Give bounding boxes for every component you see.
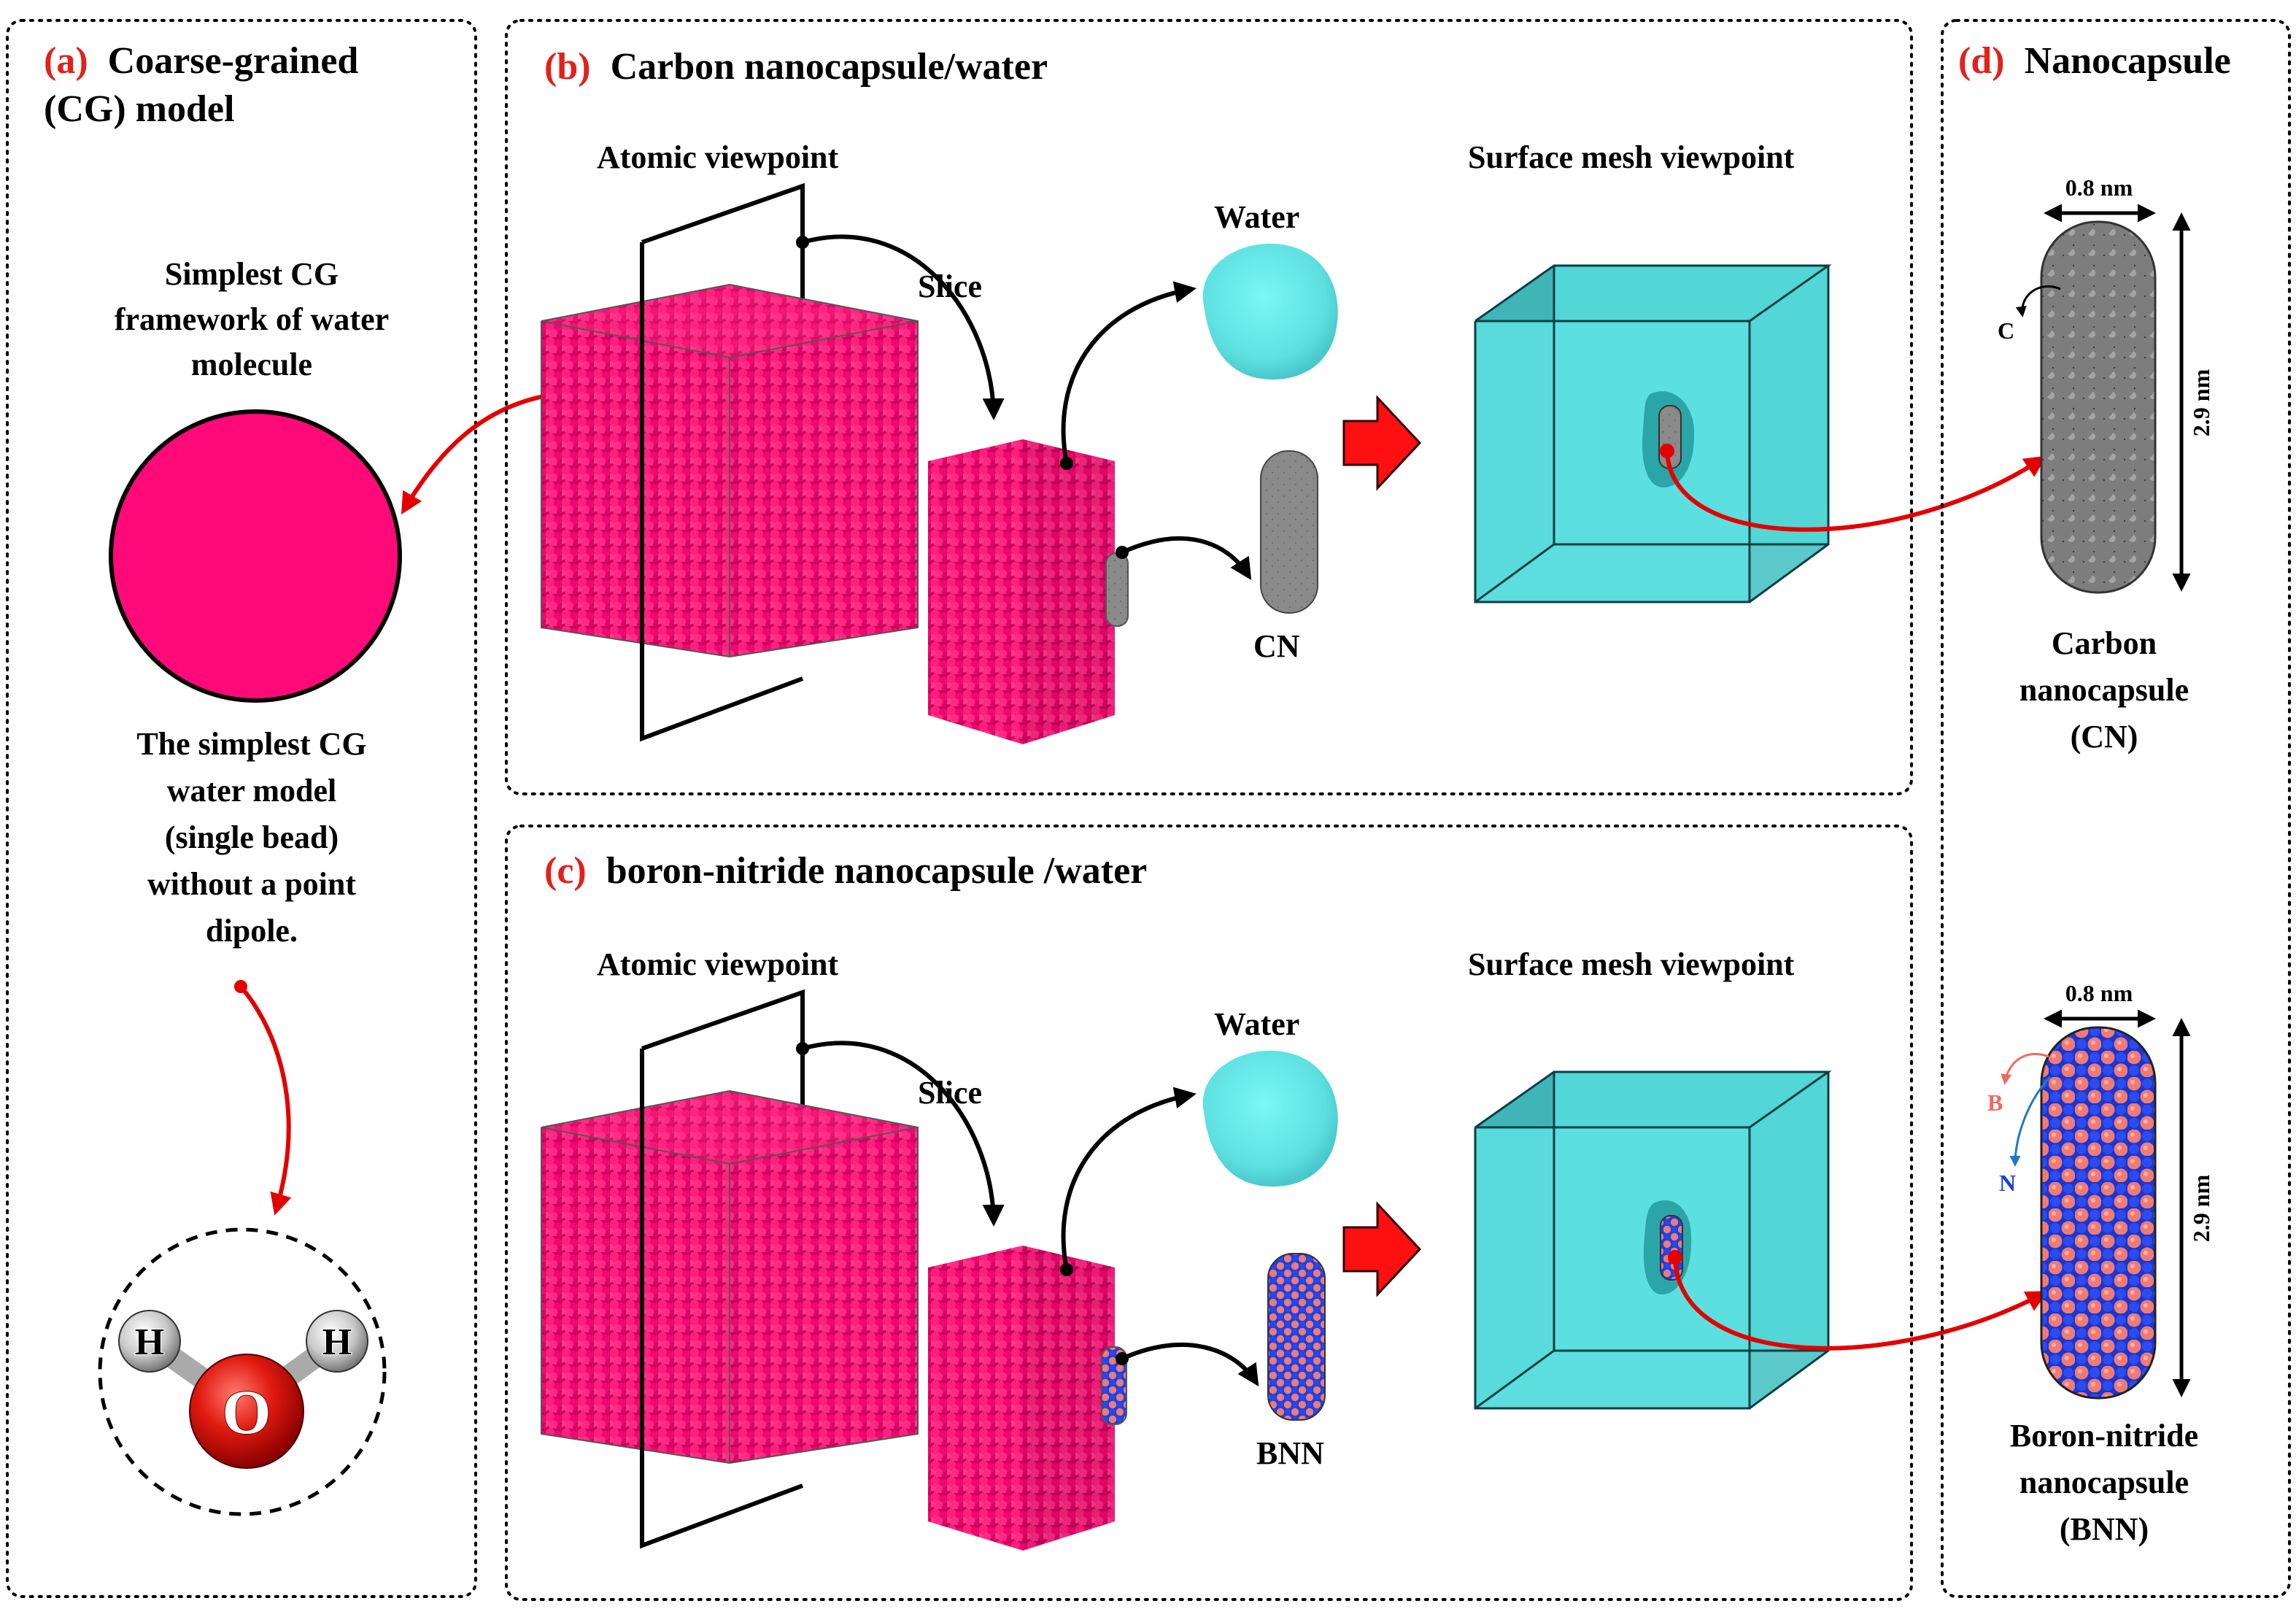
desc-line2: water model xyxy=(167,773,337,808)
b-atom-label: B xyxy=(1987,1089,2003,1116)
surface-mesh-label-c: Surface mesh viewpoint xyxy=(1468,946,1795,982)
panel-b-border xyxy=(505,19,1913,795)
water-box-c xyxy=(541,1089,919,1464)
desc-line1: The simplest CG xyxy=(136,726,366,762)
water-label-b: Water xyxy=(1214,199,1299,235)
panel-a-title: (a) Coarse-grained xyxy=(44,40,358,82)
atom-h-left-label: H xyxy=(135,1321,164,1363)
slice-arrow-b xyxy=(802,234,1005,420)
atom-h-right-label: H xyxy=(322,1321,352,1363)
panel-c-title-text: boron-nitride nanocapsule /water xyxy=(606,850,1148,892)
cg-bead-circle xyxy=(109,409,402,703)
desc-line3: (single bead) xyxy=(165,819,339,855)
cg-to-atomistic-arrow xyxy=(239,985,292,1216)
to-capsule-arrow-b xyxy=(1121,536,1252,581)
desc-line4: without a point xyxy=(147,866,356,902)
panel-b: (b) Carbon nanocapsule/water Atomic view… xyxy=(505,19,2047,795)
bnn-small-c xyxy=(1267,1253,1326,1421)
bnn-name-line3: (BNN) xyxy=(2060,1511,2149,1547)
cn-small-b xyxy=(1260,450,1318,614)
panel-d-border xyxy=(1941,19,2291,1598)
cn-name-line2: nanocapsule xyxy=(2019,672,2189,708)
capsule-in-mesh-c xyxy=(1660,1215,1683,1281)
embedded-cn-b xyxy=(1105,552,1129,627)
panel-c-title: (c) boron-nitride nanocapsule /water xyxy=(544,850,1147,892)
framework-label-line2: framework of water xyxy=(115,301,389,337)
atomic-viewpoint-label-c: Atomic viewpoint xyxy=(597,946,839,982)
panel-b-tag: (b) xyxy=(544,46,591,88)
panel-d-title-text: Nanocapsule xyxy=(2025,40,2231,82)
surface-mesh-label-b: Surface mesh viewpoint xyxy=(1468,139,1795,175)
c-atom-label: C xyxy=(1998,317,2014,344)
to-bnn-detail-arrow xyxy=(1673,1257,2049,1351)
panel-d: (d) Nanocapsule 0.8 nm 2.9 nm C Carbon n… xyxy=(1941,19,2291,1598)
to-capsule-arrow-c xyxy=(1121,1343,1259,1387)
framework-label-line1: Simplest CG xyxy=(165,256,339,292)
mesh-cube-c xyxy=(1474,1070,1832,1410)
water-surface-blob-c xyxy=(1202,1050,1338,1187)
bnn-width-label: 0.8 nm xyxy=(2065,980,2133,1006)
panel-b-title-text: Carbon nanocapsule/water xyxy=(611,46,1048,88)
atomic-viewpoint-label-b: Atomic viewpoint xyxy=(597,139,839,175)
c-atom-pointer xyxy=(2015,285,2061,317)
water-label-c: Water xyxy=(1214,1006,1299,1042)
panel-a-title-line2: (CG) model xyxy=(44,88,234,130)
to-cn-detail-arrow xyxy=(1665,450,2047,532)
bnn-length-label: 2.9 nm xyxy=(2188,1174,2214,1242)
atom-o-label: O xyxy=(223,1377,271,1447)
sliced-block-b xyxy=(928,439,1129,744)
slice-label-c: Slice xyxy=(918,1075,982,1111)
cn-name-line1: Carbon xyxy=(2052,625,2157,661)
n-atom-pointer xyxy=(2009,1076,2052,1167)
water-molecule-circle xyxy=(98,1227,387,1516)
panel-a-tag: (a) xyxy=(44,40,88,82)
bnn-name-line2: nanocapsule xyxy=(2019,1464,2189,1500)
to-water-arrow-c xyxy=(1061,1087,1197,1270)
water-molecule-icon: H H O xyxy=(118,1310,368,1469)
bnn-large xyxy=(2040,1026,2157,1400)
slice-arrow-c xyxy=(802,1041,1005,1227)
panel-d-title: (d) Nanocapsule xyxy=(1958,40,2231,82)
sliced-block-c xyxy=(928,1246,1127,1551)
n-atom-label: N xyxy=(1999,1170,2016,1196)
cn-name-line3: (CN) xyxy=(2071,719,2138,755)
process-arrow-c xyxy=(1342,1203,1421,1296)
water-box-b xyxy=(541,283,919,658)
bnn-name-line1: Boron-nitride xyxy=(2010,1418,2198,1454)
panel-c-border xyxy=(505,825,1913,1601)
cn-length-label: 2.9 nm xyxy=(2188,368,2214,436)
to-water-arrow-b xyxy=(1061,281,1197,464)
cn-width-label: 0.8 nm xyxy=(2065,174,2133,201)
panel-a: (a) Coarse-grained (CG) model Simplest C… xyxy=(6,19,477,1598)
water-surface-blob-b xyxy=(1202,243,1338,380)
slice-label-b: Slice xyxy=(918,269,982,304)
panel-b-title: (b) Carbon nanocapsule/water xyxy=(544,46,1048,88)
panel-c-tag: (c) xyxy=(544,850,587,892)
bnn-label-c: BNN xyxy=(1256,1435,1324,1471)
bead-to-cg-arrow xyxy=(401,392,557,515)
process-arrow-b xyxy=(1342,396,1421,490)
panel-d-tag: (d) xyxy=(1958,40,2005,82)
cn-large xyxy=(2040,220,2157,594)
panel-a-border xyxy=(6,19,477,1598)
cn-label-b: CN xyxy=(1253,628,1300,664)
b-atom-pointer xyxy=(2001,1052,2049,1085)
framework-label-line3: molecule xyxy=(191,347,312,382)
panel-a-title-line1: Coarse-grained xyxy=(108,40,359,82)
desc-line5: dipole. xyxy=(206,913,298,949)
embedded-bnn-c xyxy=(1101,1346,1127,1425)
mesh-cube-b xyxy=(1474,264,1832,603)
panel-c: (c) boron-nitride nanocapsule /water Ato… xyxy=(505,825,2049,1601)
